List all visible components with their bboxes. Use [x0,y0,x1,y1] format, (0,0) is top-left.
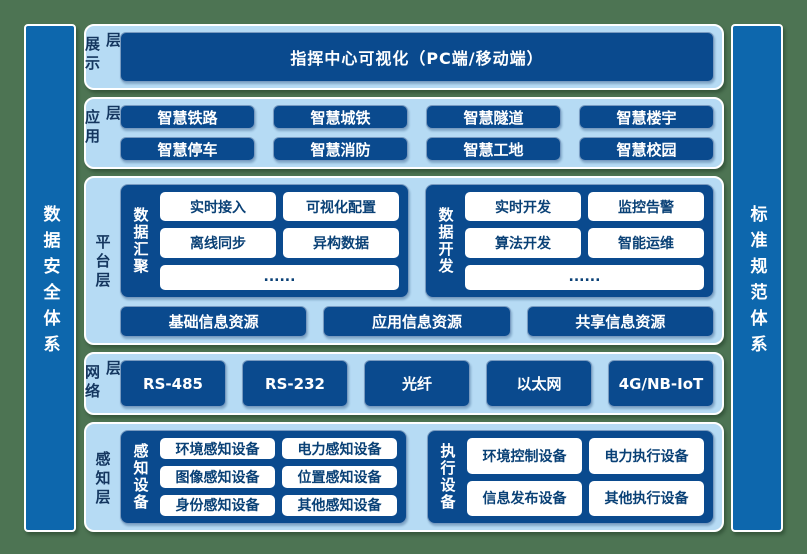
layer-panel-display: 展示层 指挥中心可视化（PC端/移动端） [83,24,724,90]
module-more-box: ...... [465,264,704,290]
application-layer-label: 应用层 [83,105,122,147]
network-box: 光纤 [364,360,470,407]
device-box: 环境感知设备 [160,438,275,460]
network-box: RS-485 [120,360,226,407]
device-box: 身份感知设备 [160,494,275,516]
module-more-box: ...... [160,264,399,290]
network-boxes: RS-485 RS-232 光纤 以太网 4G/NB-IoT [120,360,714,407]
app-box: 智慧消防 [273,137,408,161]
data-aggregation-group: 数据汇聚 实时接入 可视化配置 离线同步 异构数据 ...... [120,184,409,298]
app-box: 智慧停车 [120,137,255,161]
perception-layer-label: 感知层 [93,450,112,508]
resource-box: 应用信息资源 [323,306,511,337]
network-layer-label: 网络层 [83,360,122,402]
device-box: 电力感知设备 [282,438,397,460]
sensing-devices-group-title: 感知设备 [131,443,150,511]
sidebar-standards-label: 标准规范体系 [746,204,767,361]
data-aggregation-group-title: 数据汇聚 [131,207,150,275]
network-box: 以太网 [486,360,592,407]
data-development-group-title: 数据开发 [436,207,455,275]
module-box: 异构数据 [283,228,399,258]
module-box: 智能运维 [588,228,704,258]
sensing-devices-group: 感知设备 环境感知设备 电力感知设备 图像感知设备 位置感知设备 身份感知设备 … [120,430,407,524]
command-center-title-box: 指挥中心可视化（PC端/移动端） [120,32,714,82]
device-box: 图像感知设备 [160,466,275,488]
platform-resources: 基础信息资源 应用信息资源 共享信息资源 [120,306,714,337]
display-layer-label: 展示层 [83,32,122,74]
app-box: 智慧校园 [579,137,714,161]
module-box: 监控告警 [588,192,704,222]
platform-groups: 数据汇聚 实时接入 可视化配置 离线同步 异构数据 ...... 数据开发 实时… [120,184,714,298]
layer-panel-perception: 感知层 感知设备 环境感知设备 电力感知设备 图像感知设备 位置感知设备 身份感… [84,422,724,532]
app-box: 智慧隧道 [426,105,561,129]
module-box: 实时接入 [160,192,276,222]
perception-groups: 感知设备 环境感知设备 电力感知设备 图像感知设备 位置感知设备 身份感知设备 … [120,430,714,524]
app-box: 智慧工地 [426,137,561,161]
data-development-group: 数据开发 实时开发 监控告警 算法开发 智能运维 ...... [425,184,714,298]
app-box: 智慧城铁 [273,105,408,129]
device-box: 其他执行设备 [589,480,704,516]
sidebar-data-security-label: 数据安全体系 [39,204,60,361]
module-box: 实时开发 [465,192,581,222]
module-box: 可视化配置 [283,192,399,222]
device-box: 位置感知设备 [282,466,397,488]
device-box: 电力执行设备 [589,438,704,474]
layer-panel-platform: 平台层 数据汇聚 实时接入 可视化配置 离线同步 异构数据 ...... [84,176,724,345]
app-box: 智慧楼宇 [579,105,714,129]
network-box: 4G/NB-IoT [608,360,714,407]
device-box: 信息发布设备 [467,480,582,516]
platform-layer-label: 平台层 [93,234,112,291]
network-box: RS-232 [242,360,348,407]
layer-stack: 展示层 指挥中心可视化（PC端/移动端） 应用层 智慧铁路 智慧城铁 智慧隧道 … [83,24,724,532]
actuator-devices-group-title: 执行设备 [438,443,457,511]
sidebar-standards: 标准规范体系 [731,24,783,532]
device-box: 环境控制设备 [467,438,582,474]
resource-box: 基础信息资源 [120,306,308,337]
module-box: 算法开发 [465,228,581,258]
app-box: 智慧铁路 [120,105,255,129]
application-grid: 智慧铁路 智慧城铁 智慧隧道 智慧楼宇 智慧停车 智慧消防 智慧工地 智慧校园 [120,105,714,161]
actuator-devices-group: 执行设备 环境控制设备 电力执行设备 信息发布设备 其他执行设备 [427,430,714,524]
layer-panel-network: 网络层 RS-485 RS-232 光纤 以太网 4G/NB-IoT [83,352,724,415]
device-box: 其他感知设备 [282,494,397,516]
sidebar-data-security: 数据安全体系 [24,24,76,532]
layer-panel-application: 应用层 智慧铁路 智慧城铁 智慧隧道 智慧楼宇 智慧停车 智慧消防 智慧工地 智… [83,97,724,169]
resource-box: 共享信息资源 [526,306,714,337]
module-box: 离线同步 [160,228,276,258]
